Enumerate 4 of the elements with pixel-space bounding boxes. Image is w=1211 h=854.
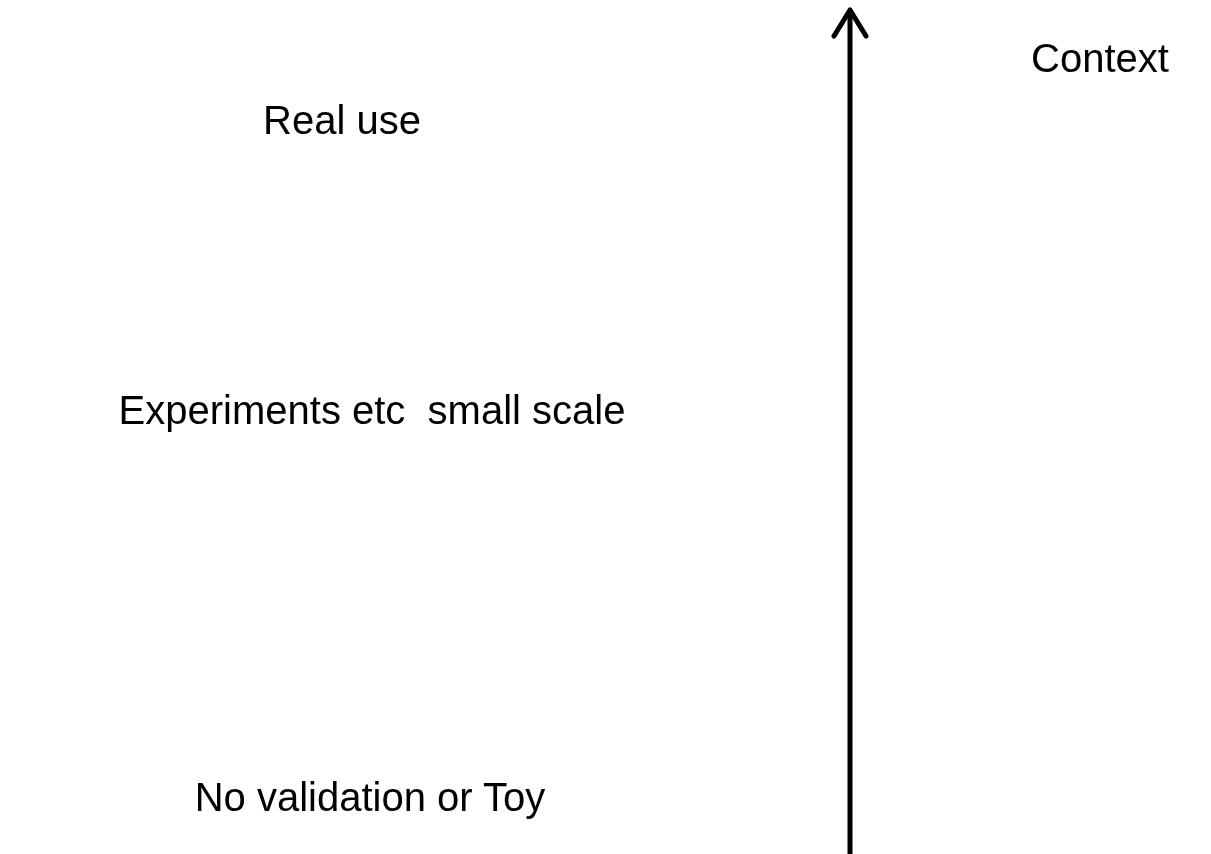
level-label: Real use <box>263 97 421 144</box>
level-label: No validation or Toy <box>194 774 546 821</box>
level-label: Experiments etc small scale <box>118 387 626 434</box>
axis-label: Context <box>1031 35 1169 82</box>
